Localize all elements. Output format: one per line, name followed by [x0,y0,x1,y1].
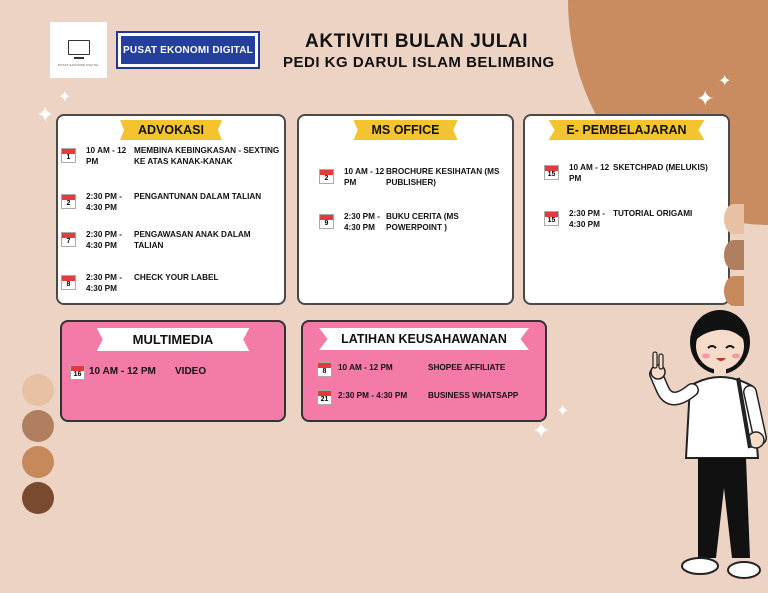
calendar-icon: 16 [70,365,85,380]
sparkle-icon: ✦ [718,73,732,90]
palette-dot [22,446,54,478]
latihan-heading: LATIHAN KEUSAHAWANAN [319,328,529,350]
page-title: AKTIVITI BULAN JULAI [305,31,529,52]
logo: PUSAT EKONOMI DIGITAL [50,22,107,78]
sparkle-icon: ✦ [58,89,72,106]
calendar-icon: 9 [319,214,334,229]
list-item: 8 10 AM - 12 PM SHOPEE AFFILIATE [317,360,538,377]
multimedia-heading: MULTIMEDIA [96,328,250,351]
palette-dot [22,374,54,406]
list-item: 15 10 AM - 12 PM SKETCHPAD (MELUKIS) [544,163,723,184]
calendar-icon: 2 [61,194,76,209]
epembelajaran-card: E- PEMBELAJARAN 15 10 AM - 12 PM SKETCHP… [523,114,730,305]
palette-dot [724,276,744,306]
calendar-icon: 8 [61,275,76,290]
advokasi-heading: ADVOKASI [120,120,222,140]
advokasi-card: ADVOKASI 1 10 AM - 12 PM MEMBINA KEBINGK… [56,114,286,305]
list-item: 2 10 AM - 12 PM BROCHURE KESIHATAN (MS P… [319,167,506,188]
girl-illustration [649,310,767,579]
calendar-icon: 21 [317,390,332,405]
logo-text: PUSAT EKONOMI DIGITAL [57,62,100,67]
page-subtitle: PEDI KG DARUL ISLAM BELIMBING [283,54,555,71]
sparkle-icon: ✦ [556,403,570,420]
epembelajaran-heading: E- PEMBELAJARAN [548,120,705,140]
calendar-icon: 15 [544,211,559,226]
sparkle-icon: ✦ [532,418,551,443]
latihan-card: LATIHAN KEUSAHAWANAN 8 10 AM - 12 PM SHO… [301,320,547,422]
palette-dot [724,240,744,270]
sparkle-icon: ✦ [696,86,715,111]
list-item: 1 10 AM - 12 PM MEMBINA KEBINGKASAN - SE… [61,146,284,167]
palette-dot [22,410,54,442]
list-item: 2 2:30 PM - 4:30 PM PENGANTUNAN DALAM TA… [61,192,284,213]
list-item: 15 2:30 PM - 4:30 PM TUTORIAL ORIGAMI [544,209,723,230]
sparkle-icon: ✦ [36,102,55,127]
palette-dot [22,482,54,514]
palette-dot [724,204,744,234]
msoffice-card: MS OFFICE 2 10 AM - 12 PM BROCHURE KESIH… [297,114,514,305]
calendar-icon: 2 [319,169,334,184]
list-item: 7 2:30 PM - 4:30 PM PENGAWASAN ANAK DALA… [61,230,264,251]
list-item: 16 10 AM - 12 PM VIDEO [70,365,235,380]
calendar-icon: 8 [317,362,332,377]
calendar-icon: 7 [61,232,76,247]
msoffice-heading: MS OFFICE [353,120,458,140]
calendar-icon: 15 [544,165,559,180]
list-item: 9 2:30 PM - 4:30 PM BUKU CERITA (MS POWE… [319,212,506,233]
monitor-icon [67,39,90,55]
multimedia-card: MULTIMEDIA 16 10 AM - 12 PM VIDEO [60,320,286,422]
calendar-icon: 1 [61,148,76,163]
list-item: 8 2:30 PM - 4:30 PM CHECK YOUR LABEL [61,273,284,294]
org-badge: PUSAT EKONOMI DIGITAL [116,31,260,69]
list-item: 21 2:30 PM - 4:30 PM BUSINESS WHATSAPP [317,388,538,405]
